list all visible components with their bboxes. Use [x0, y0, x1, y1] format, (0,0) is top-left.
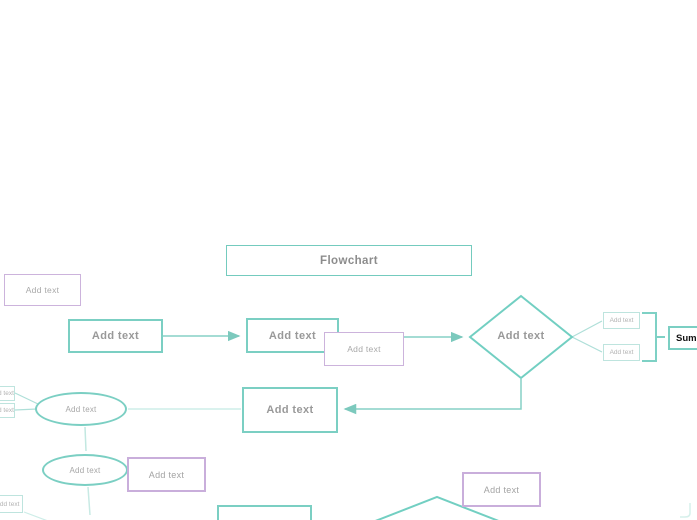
connector-decision-process3[interactable]: [343, 379, 522, 415]
small-node-left-1[interactable]: Add text: [0, 386, 15, 401]
node-label: Add text: [483, 484, 520, 495]
node-label: Add text: [347, 344, 381, 354]
summary-label: Summary: [676, 332, 697, 344]
node-label: Add text: [0, 407, 14, 414]
small-node-left-2[interactable]: Add text: [0, 403, 15, 418]
node-label: Add text: [609, 317, 634, 324]
node-label: Add text: [609, 349, 634, 356]
node-label: Add text: [268, 329, 317, 342]
connector-ellipse1-ellipse2[interactable]: [84, 426, 87, 452]
purple-node-top-left[interactable]: Add text: [4, 274, 81, 306]
flowchart-title-node[interactable]: Flowchart: [226, 245, 472, 276]
small-node-right-1[interactable]: Add text: [603, 312, 640, 329]
flowchart-title-label: Flowchart: [320, 254, 378, 267]
connector-ellipse2-down[interactable]: [87, 486, 91, 516]
connector-bottom-right-elbow[interactable]: [680, 503, 691, 518]
node-label: Add text: [266, 404, 314, 416]
purple-node-mid[interactable]: Add text: [127, 457, 206, 492]
connector-decision-small-right-1[interactable]: [571, 320, 603, 338]
bracket-connector[interactable]: [642, 312, 665, 362]
node-label: Add text: [69, 465, 101, 475]
summary-node[interactable]: Summary: [668, 326, 697, 350]
node-label: Add text: [91, 330, 140, 342]
ellipse-node-2[interactable]: Add text: [42, 454, 128, 486]
connector-decision-small-right-2[interactable]: [571, 336, 603, 353]
small-node-right-2[interactable]: Add text: [603, 344, 640, 361]
ellipse-node-1[interactable]: Add text: [35, 392, 127, 426]
node-label: Add text: [65, 404, 97, 414]
node-label: Add text: [25, 285, 60, 295]
process-node-3[interactable]: Add text: [242, 387, 338, 433]
node-label: Add text: [148, 469, 185, 480]
node-label: Add text: [0, 390, 14, 397]
node-label: Add text: [0, 500, 20, 508]
small-node-bottom-left[interactable]: Add text: [0, 495, 23, 513]
decision-diamond[interactable]: [468, 294, 574, 380]
connector-small-left-1-ellipse1[interactable]: [14, 392, 39, 405]
purple-node-overlay[interactable]: Add text: [324, 332, 404, 366]
process-node-1[interactable]: Add text: [68, 319, 163, 353]
process-node-bottom[interactable]: [217, 505, 312, 520]
connector-small-bottom-left[interactable]: [23, 511, 48, 520]
bottom-diamond[interactable]: [365, 495, 509, 520]
connector-small-left-2-ellipse1[interactable]: [14, 408, 38, 411]
process-node-2[interactable]: Add text: [246, 318, 339, 353]
purple-node-bottom-right[interactable]: Add text: [462, 472, 541, 507]
